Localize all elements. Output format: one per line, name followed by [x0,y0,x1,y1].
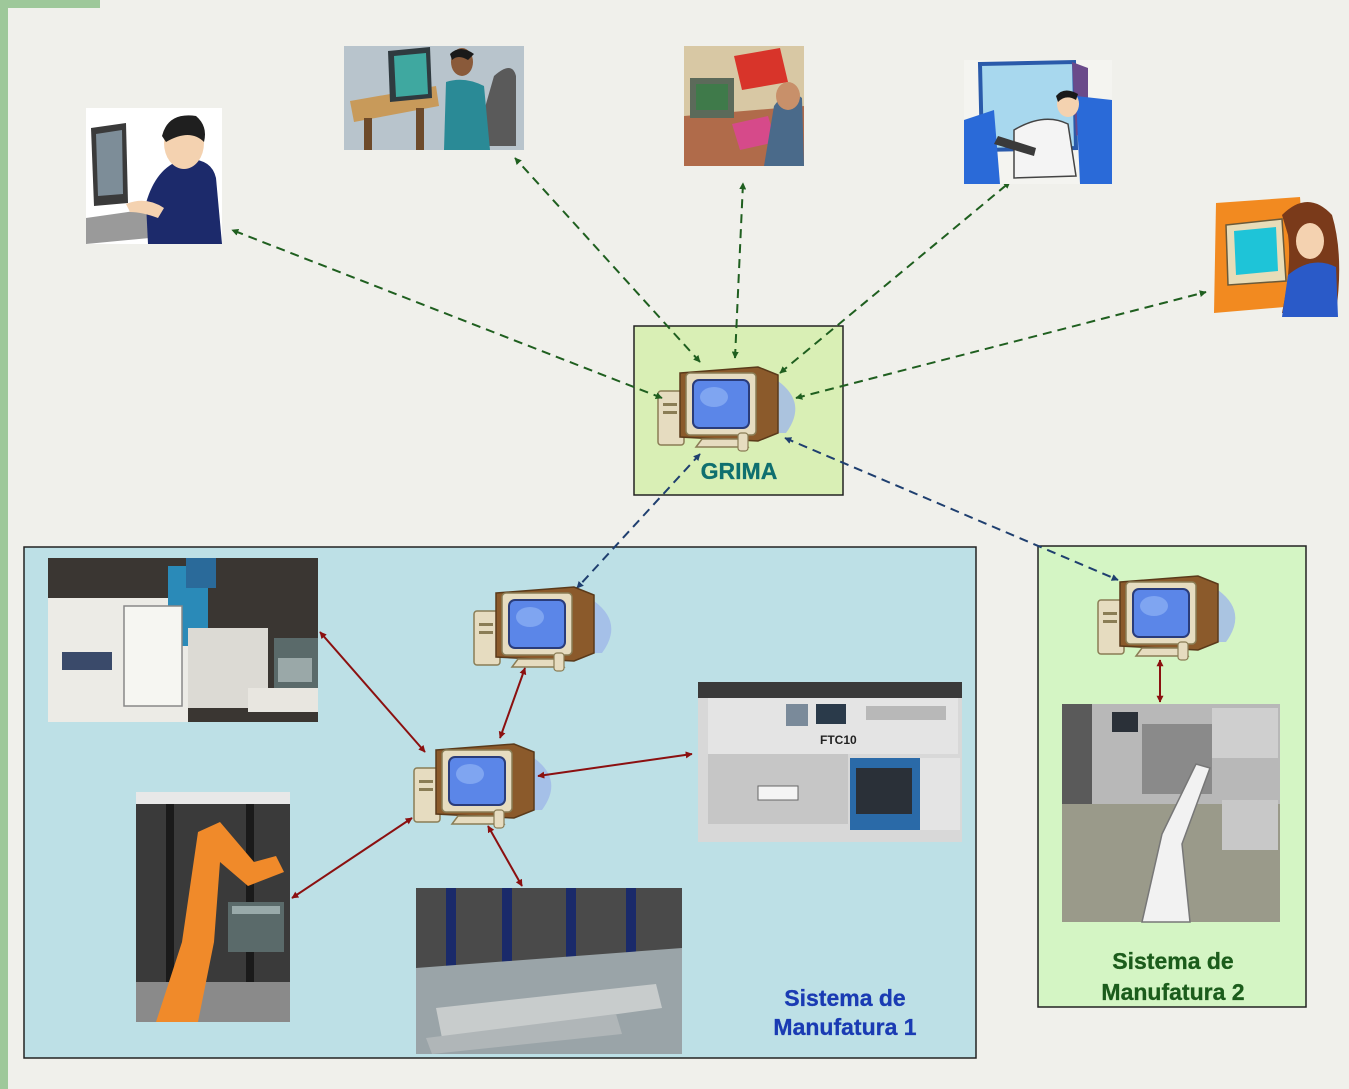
manufacturing-system-1-label-line2: Manufatura 1 [773,1014,917,1040]
link-hub-system-2 [784,437,1119,581]
manufacturing-system-1-label-line1: Sistema de [784,985,906,1011]
office-worker-at-desk-icon [684,46,804,166]
engineer-at-workstation-icon [86,108,222,244]
link-controller-lathe [537,751,693,779]
link-controller-milling [319,631,426,753]
left-edge-bar [0,0,8,1089]
link-controller-conveyor [487,825,523,887]
lathe-with-robot-photo [1062,704,1280,923]
conveyor-storage-photo [416,888,682,1054]
link-hub-remote-user-5 [795,290,1207,400]
manufacturing-system-2-label-line1: Sistema de [1112,948,1234,974]
operator-with-headset-icon [1214,197,1340,317]
manufacturing-system-2-label: Sistema de Manufatura 2 [1038,946,1308,1008]
link-hub-remote-user-1 [231,229,663,399]
manufacturing-system-1-label: Sistema de Manufatura 1 [740,984,950,1042]
designer-at-drafting-table-icon [344,46,524,150]
traveler-with-laptop-icon [964,59,1112,184]
link-hub-remote-user-2 [514,157,701,363]
cnc-milling-center-photo [48,558,318,722]
svg-text:FTC10: FTC10 [820,733,857,747]
link-controller-cell [498,667,527,739]
grima-label: GRIMA [700,458,778,484]
industrial-robot-photo [136,792,290,1022]
top-edge-bar [0,0,100,8]
link-controller-robot [291,817,413,899]
cnc-lathe-photo: FTC10 [698,682,962,842]
link-hub-system-1 [576,453,701,589]
manufacturing-system-2-label-line2: Manufatura 2 [1101,979,1245,1005]
